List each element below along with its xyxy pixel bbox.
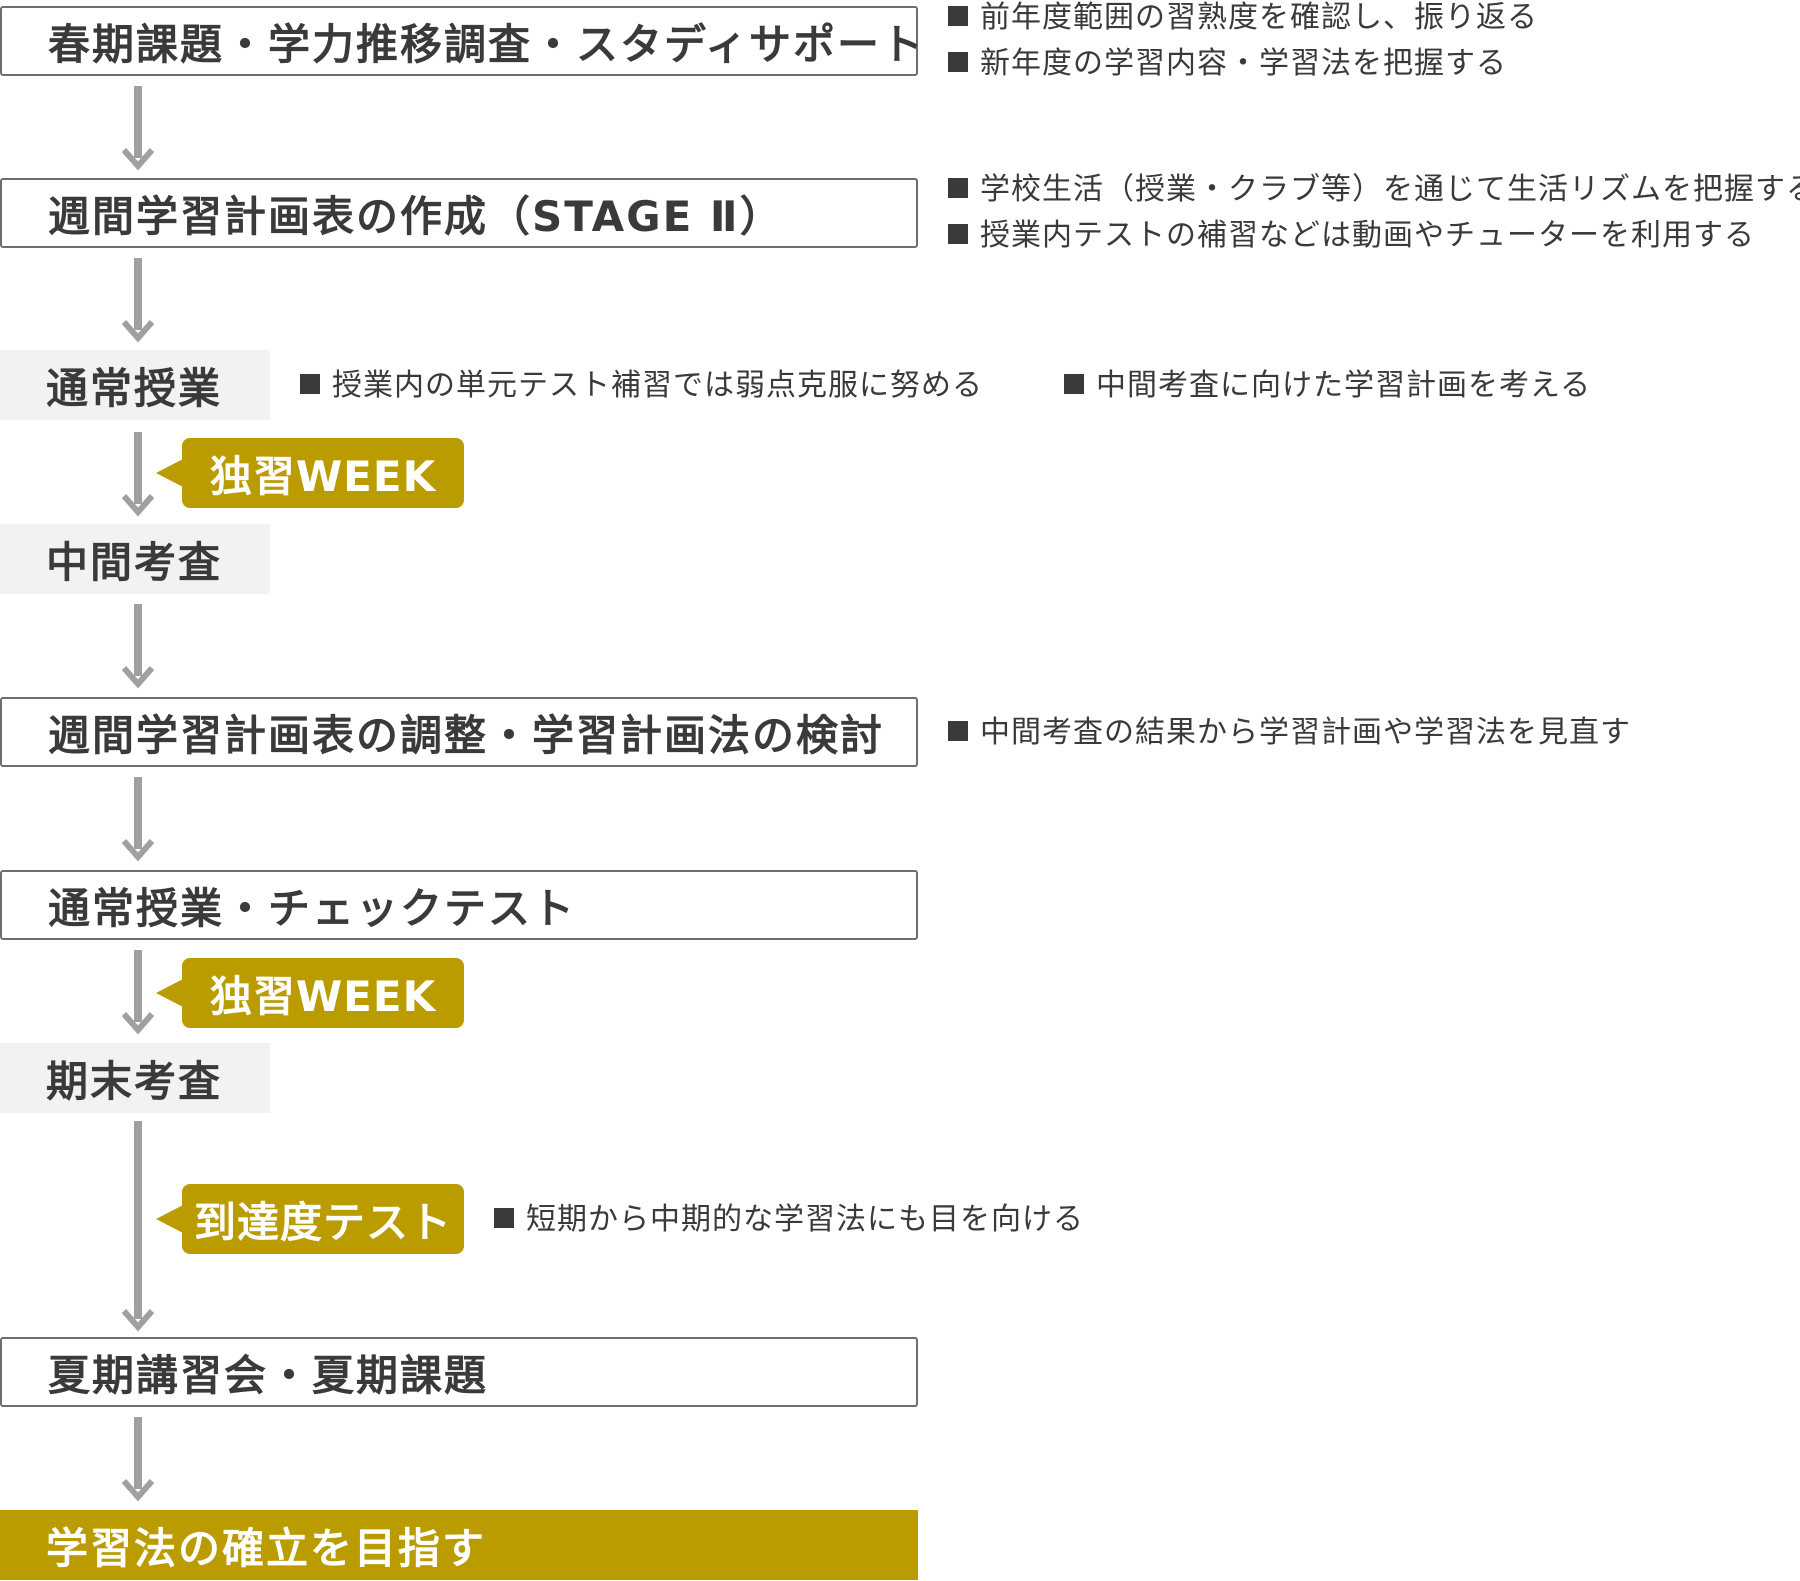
- square-bullet-icon: [300, 373, 320, 394]
- note-item: 授業内テストの補習などは動画やチューターを利用する: [948, 218, 1755, 254]
- step-spring-assignments: 春期課題・学力推移調査・スタディサポート: [0, 6, 923, 76]
- down-arrow-icon: [121, 604, 155, 690]
- down-arrow-icon: [121, 777, 155, 863]
- square-bullet-icon: [948, 720, 968, 741]
- tag-self-study-week: 独習WEEK: [156, 958, 464, 1028]
- step-final-exam: 期末考査: [0, 1043, 270, 1113]
- note-item: 前年度範囲の習熟度を確認し、振り返る: [948, 0, 1538, 36]
- square-bullet-icon: [494, 1207, 514, 1228]
- down-arrow-icon: [121, 432, 155, 518]
- step-weekly-plan-creation: 週間学習計画表の作成（STAGE Ⅱ）: [0, 178, 918, 248]
- square-bullet-icon: [948, 223, 968, 244]
- note-item: 中間考査の結果から学習計画や学習法を見直す: [948, 715, 1631, 751]
- step-midterm-exam: 中間考査: [0, 524, 270, 594]
- tag-self-study-week: 独習WEEK: [156, 438, 464, 508]
- note-item: 授業内の単元テスト補習では弱点克服に努める: [300, 368, 983, 404]
- square-bullet-icon: [948, 5, 968, 26]
- note-item: 新年度の学習内容・学習法を把握する: [948, 46, 1507, 82]
- square-bullet-icon: [948, 51, 968, 72]
- note-item: 学校生活（授業・クラブ等）を通じて生活リズムを把握する: [948, 172, 1800, 208]
- down-arrow-icon: [121, 1121, 155, 1333]
- square-bullet-icon: [948, 177, 968, 198]
- note-item: 短期から中期的な学習法にも目を向ける: [494, 1202, 1084, 1238]
- step-plan-adjustment: 週間学習計画表の調整・学習計画法の検討: [0, 697, 918, 767]
- down-arrow-icon: [121, 1417, 155, 1503]
- down-arrow-icon: [121, 258, 155, 344]
- note-item: 中間考査に向けた学習計画を考える: [1064, 368, 1591, 404]
- down-arrow-icon: [121, 950, 155, 1036]
- step-regular-classes-check-test: 通常授業・チェックテスト: [0, 870, 918, 940]
- down-arrow-icon: [121, 86, 155, 172]
- square-bullet-icon: [1064, 373, 1084, 394]
- step-goal: 学習法の確立を目指す: [0, 1510, 918, 1580]
- step-summer-course: 夏期講習会・夏期課題: [0, 1337, 918, 1407]
- tag-achievement-test: 到達度テスト: [156, 1184, 464, 1254]
- step-regular-classes: 通常授業: [0, 350, 270, 420]
